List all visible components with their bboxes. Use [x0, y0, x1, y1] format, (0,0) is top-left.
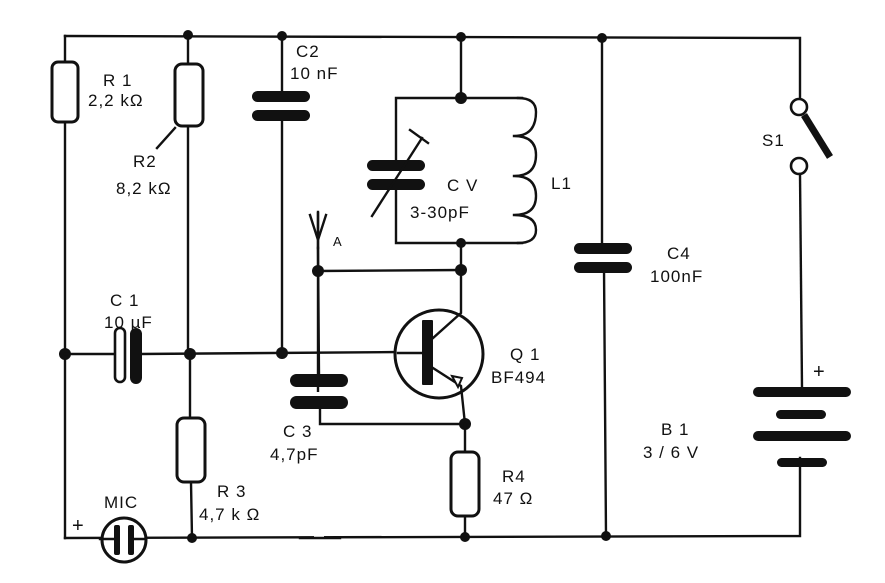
- variable-capacitor-cv: [367, 96, 524, 272]
- microphone: [98, 516, 148, 564]
- b1-value-label: 3 / 6 V: [643, 443, 699, 462]
- resistor-r4: [449, 422, 481, 539]
- resistor-r2: [155, 34, 205, 356]
- inductor-l1: [512, 96, 538, 245]
- transistor-q1: [393, 268, 485, 426]
- mic-label: MIC: [104, 493, 138, 512]
- r2-value-label: 8,2 kΩ: [116, 179, 172, 198]
- capacitor-c1: [63, 326, 402, 384]
- c1-value-label: 10 µF: [104, 313, 153, 332]
- r4-ref-label: R4: [502, 467, 526, 486]
- s1-ref-label: S1: [762, 131, 785, 150]
- antenna-label: A: [333, 234, 343, 249]
- l1-ref-label: L1: [551, 174, 572, 193]
- junction-node: [456, 238, 466, 248]
- capacitor-c3: [290, 374, 467, 426]
- resistor-r1: [50, 34, 80, 540]
- battery-plus-sign: +: [813, 361, 825, 383]
- collector-link-wire: [316, 268, 463, 273]
- c2-ref-label: C2: [296, 42, 320, 61]
- switch-s1: [789, 97, 833, 390]
- r1-value-label: 2,2 kΩ: [88, 91, 144, 110]
- top-supply-rail: [63, 34, 802, 102]
- r4-value-label: 47 Ω: [493, 489, 533, 508]
- cv-ref-label: C V: [447, 176, 478, 195]
- r1-ref-label: R 1: [103, 71, 132, 90]
- capacitor-c2: [252, 34, 310, 354]
- c1-ref-label: C 1: [110, 291, 139, 310]
- c2-value-label: 10 nF: [290, 64, 338, 83]
- c4-ref-label: C4: [667, 244, 691, 263]
- b1-ref-label: B 1: [661, 420, 690, 439]
- q1-ref-label: Q 1: [510, 345, 540, 364]
- r3-value-label: 4,7 k Ω: [199, 505, 260, 524]
- capacitor-c4: [574, 36, 632, 538]
- r3-ref-label: R 3: [217, 482, 246, 501]
- c3-value-label: 4,7pF: [270, 445, 318, 464]
- mic-plus-sign: +: [72, 515, 84, 537]
- c3-ref-label: C 3: [283, 422, 312, 441]
- resistor-r3: [175, 352, 207, 540]
- bottom-ground-rail: [63, 456, 802, 540]
- c4-value-label: 100nF: [650, 267, 703, 286]
- battery-b1: [753, 387, 851, 467]
- r2-ref-label: R2: [133, 152, 157, 171]
- junction-node: [276, 347, 288, 359]
- q1-value-label: BF494: [491, 368, 546, 387]
- cv-value-label: 3-30pF: [410, 203, 470, 222]
